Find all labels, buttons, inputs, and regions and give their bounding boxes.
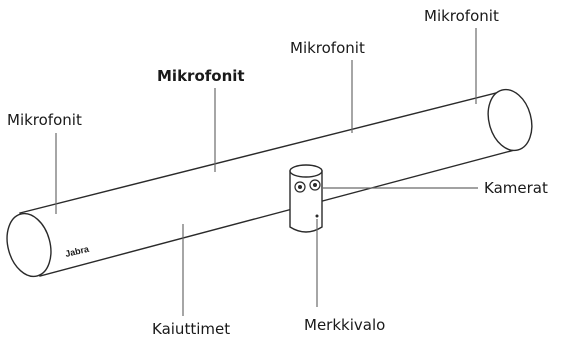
label-speakers: Kaiuttimet [152, 320, 230, 337]
label-mic-bold: Mikrofonit [157, 67, 245, 85]
video-bar [6, 88, 533, 278]
bar-right-end [487, 88, 533, 152]
camera-module [289, 164, 323, 233]
label-cameras: Kamerat [484, 179, 548, 197]
label-mic-top-right: Mikrofonit [424, 7, 499, 25]
indicator-light [315, 214, 319, 218]
label-mic-left: Mikrofonit [7, 111, 82, 129]
bar-left-end [6, 212, 52, 278]
label-indicator: Merkkivalo [304, 316, 385, 334]
label-mic-mid: Mikrofonit [290, 39, 365, 57]
